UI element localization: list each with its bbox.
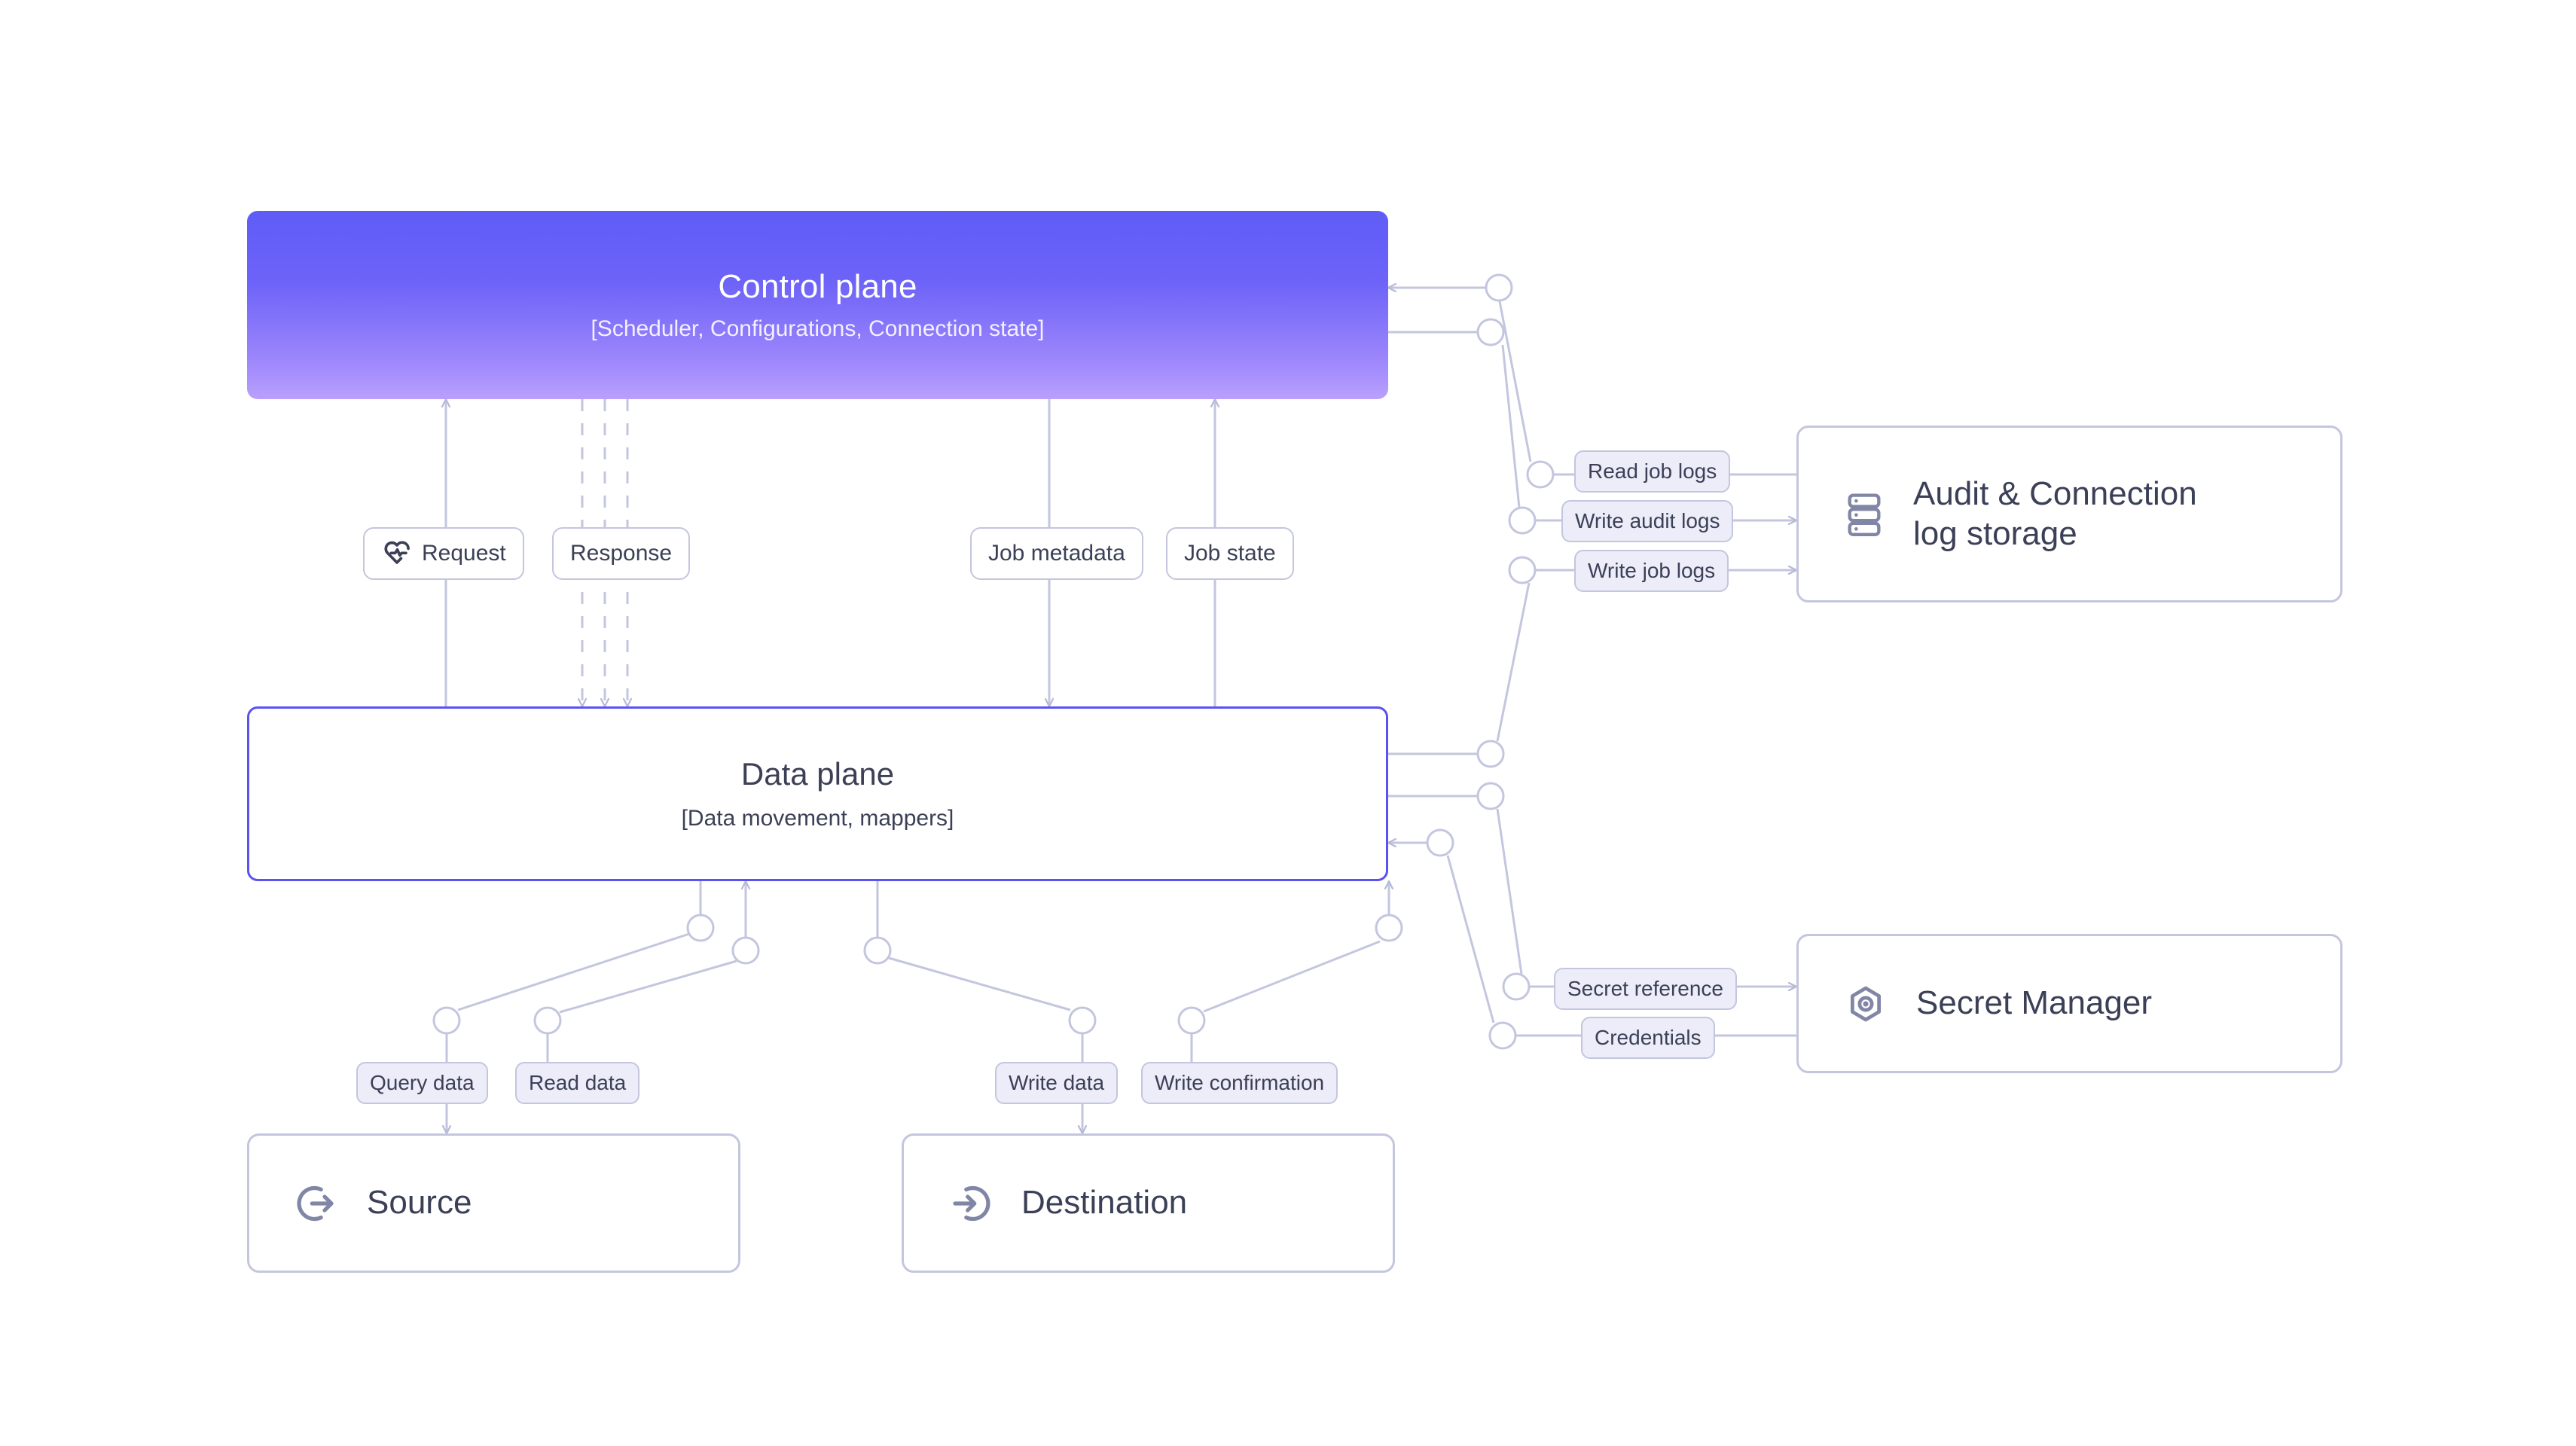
wire-write-confirmation-diag [1203,940,1381,1013]
wire-node-dot [1508,506,1537,535]
chip-secret-reference-label: Secret reference [1567,977,1723,1000]
secret-manager-node[interactable]: Secret Manager [1796,934,2343,1073]
server-stack-icon [1842,488,1886,541]
wire-node-dot [1375,914,1403,942]
wire-node-dot [1476,318,1505,346]
arrow-import-circle-icon [948,1180,994,1227]
chip-write-audit-logs-label: Write audit logs [1575,509,1720,532]
wire-node-dot [432,1006,461,1035]
audit-label-line2: log storage [1913,514,2077,552]
destination-node[interactable]: Destination [902,1133,1395,1273]
secret-manager-label: Secret Manager [1916,984,2153,1022]
chip-credentials-label: Credentials [1595,1026,1702,1049]
wire-read-data-diag [559,959,737,1014]
chip-query-data[interactable]: Query data [356,1062,488,1104]
wire-node-dot [1488,1021,1517,1050]
wire-write-data-diag [888,956,1071,1011]
data-plane-subtitle: [Data movement, mappers] [681,806,954,831]
chip-job-metadata[interactable]: Job metadata [970,527,1143,580]
chip-query-data-label: Query data [370,1071,475,1094]
chip-read-data-label: Read data [529,1071,627,1094]
chip-response-label: Response [570,541,673,566]
audit-label-line1: Audit & Connection [1913,474,2197,512]
chip-write-job-logs-label: Write job logs [1588,559,1716,582]
wire-write-job-logs-diag [1496,582,1531,742]
arrow-export-circle-icon [293,1180,340,1227]
chip-write-audit-logs[interactable]: Write audit logs [1561,500,1734,542]
destination-label: Destination [1021,1184,1188,1222]
wire-node-dot [686,914,715,942]
chip-read-data[interactable]: Read data [515,1062,640,1104]
wire-node-dot [1526,460,1555,489]
chip-request-label: Request [422,541,506,566]
chip-job-state-label: Job state [1184,541,1276,566]
chip-secret-reference[interactable]: Secret reference [1554,968,1737,1010]
chip-read-job-logs[interactable]: Read job logs [1574,450,1731,493]
wire-node-dot [1068,1006,1097,1035]
control-plane-subtitle: [Scheduler, Configurations, Connection s… [591,316,1045,341]
wire-secret-reference-diag [1496,808,1523,975]
eye-key-icon [1842,981,1889,1027]
wire-node-dot [1502,972,1531,1001]
wire-node-dot [1485,273,1513,302]
data-plane-box[interactable]: Data plane [Data movement, mappers] [247,706,1388,881]
chip-response[interactable]: Response [552,527,691,580]
audit-log-storage-label: Audit & Connection log storage [1913,474,2197,554]
wire-node-dot [1177,1006,1206,1035]
control-plane-title: Control plane [718,268,917,305]
chip-write-confirmation[interactable]: Write confirmation [1141,1062,1338,1104]
wire-node-dot [1508,556,1537,584]
chip-read-job-logs-label: Read job logs [1588,459,1717,483]
chip-write-data[interactable]: Write data [995,1062,1119,1104]
chip-write-job-logs[interactable]: Write job logs [1574,550,1729,592]
wire-read-job-logs-diag [1497,297,1532,462]
wire-node-dot [1426,828,1454,857]
chip-credentials[interactable]: Credentials [1581,1017,1715,1059]
wire-node-dot [863,936,892,965]
wire-node-dot [731,936,760,965]
chip-job-metadata-label: Job metadata [988,541,1125,566]
audit-log-storage-node[interactable]: Audit & Connection log storage [1796,426,2343,602]
wire-node-dot [1476,740,1505,768]
chip-request[interactable]: Request [363,527,524,580]
chip-write-data-label: Write data [1009,1071,1105,1094]
source-node[interactable]: Source [247,1133,740,1273]
control-plane-box[interactable]: Control plane [Scheduler, Configurations… [247,211,1388,399]
wire-credentials-diag [1446,855,1495,1023]
chip-write-confirmation-label: Write confirmation [1155,1071,1325,1094]
chip-job-state[interactable]: Job state [1166,527,1294,580]
wire-write-audit-logs-diag [1501,344,1521,508]
wire-node-dot [533,1006,562,1035]
data-plane-title: Data plane [740,756,895,792]
wire-node-dot [1476,782,1505,810]
heart-pulse-icon [381,538,413,569]
source-label: Source [367,1184,472,1222]
wire-query-data-diag [457,932,690,1011]
